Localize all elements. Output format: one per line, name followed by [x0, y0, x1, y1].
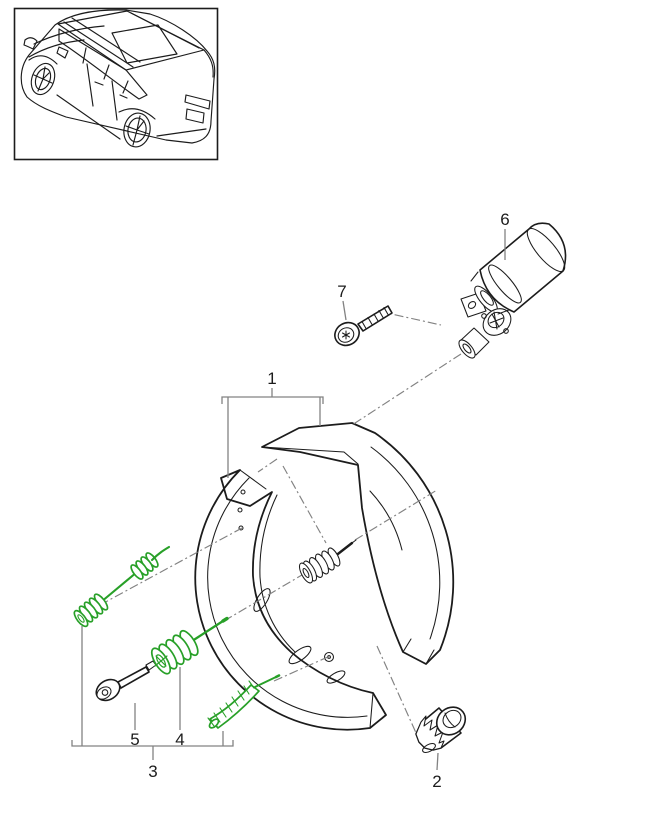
leader-7 [342, 300, 347, 321]
part-6-actuator[interactable] [456, 222, 570, 360]
callout-2: 2 [432, 752, 442, 791]
callout-5: 5 [130, 703, 140, 749]
actuator-ring [488, 264, 522, 304]
spring-pin-tip [351, 539, 357, 544]
callout-6: 6 [500, 210, 510, 260]
spring-rod [187, 619, 225, 645]
leader-2 [436, 752, 439, 771]
part-3-return-spring-lower[interactable] [207, 674, 281, 730]
hold-down-spring[interactable] [297, 539, 357, 585]
housing-join-lines [470, 271, 510, 315]
callout-4: 4 [175, 667, 185, 749]
callout-1: 1 [221, 369, 324, 478]
spring-band [209, 684, 260, 729]
torx-star [341, 330, 351, 340]
part-label-7[interactable]: 7 [337, 282, 346, 301]
part-label-2[interactable]: 2 [432, 772, 441, 791]
spring-wire-tip [274, 674, 281, 679]
dash-anchor-to-spring [282, 465, 327, 544]
dash-expander-spring [223, 571, 308, 622]
actuator-rear-cap [526, 227, 566, 273]
coil-end-center [302, 567, 310, 579]
vehicle-thumbnail [13, 7, 219, 161]
brake-shoe-left-body[interactable] [194, 469, 387, 731]
spring-rod-tip [221, 616, 229, 623]
part-label-3[interactable]: 3 [148, 762, 157, 781]
part-7-screw[interactable] [331, 305, 393, 350]
actuator-stub-center [462, 343, 472, 354]
pin-shank[interactable] [117, 666, 150, 689]
screw-shank[interactable] [357, 305, 393, 332]
shoe-pin-hole [237, 507, 243, 513]
coil-end-face [73, 609, 89, 628]
callout-lines [99, 310, 462, 745]
gear-face [487, 311, 505, 329]
adjuster-face-detail [444, 712, 456, 728]
adjuster-face-inner [442, 709, 462, 729]
coil-end-face [298, 562, 314, 584]
coil-end-cross [154, 655, 168, 667]
shoe-spring-hole [323, 651, 335, 663]
dash-return-spring-lower [273, 655, 331, 682]
part-2-adjuster[interactable] [415, 702, 471, 755]
pin-tip-join [145, 665, 150, 672]
spring-hook [150, 545, 171, 562]
housing-nub [503, 328, 509, 334]
part-3-return-spring-upper[interactable] [72, 545, 171, 628]
actuator-stub-body [459, 327, 490, 356]
part-4-expander-spring[interactable] [148, 616, 229, 677]
brake-shoe-left-fold-lines [239, 469, 374, 729]
dash-return-spring-upper [99, 527, 243, 606]
coil-end-center [77, 614, 85, 623]
adjuster-star-collar [415, 715, 445, 751]
part-label-1[interactable]: 1 [267, 369, 276, 388]
part-1-brake-shoe-left[interactable] [194, 469, 387, 731]
brake-shoe-left-web-line [259, 494, 296, 653]
dash-screw-to-actuator [377, 310, 442, 326]
brake-shoe-right-fold-lines [261, 446, 435, 665]
motor-end-inner [480, 290, 494, 306]
brake-shoe-left-rim-line [207, 477, 368, 718]
gear-spline-ticks [489, 311, 504, 330]
shoe-slot [253, 588, 271, 612]
bracket-1 [221, 388, 324, 478]
callout-7: 7 [337, 282, 347, 321]
screw-threads [361, 306, 389, 330]
pin-head-center [101, 689, 109, 696]
part-label-6[interactable]: 6 [500, 210, 509, 229]
brake-shoe-right-body[interactable] [261, 422, 455, 665]
dash-shoe-to-adjuster [376, 645, 422, 745]
callout-3: 3 [71, 626, 234, 781]
brake-shoe-right-lining-line [370, 446, 441, 640]
coil-winding-ticks [207, 680, 255, 727]
dash-actuator-to-shoe [257, 353, 462, 473]
spring-wire-end [254, 676, 277, 688]
spring-shank [99, 570, 139, 604]
dash-spring-to-shoe-right [354, 489, 438, 541]
pin-head-face [96, 686, 112, 700]
part-1-brake-shoe-right[interactable] [261, 422, 455, 665]
part-5-pin[interactable] [92, 660, 157, 705]
shoe-slot [288, 645, 312, 665]
coil [130, 564, 144, 580]
suv-line-art-icon [20, 9, 216, 148]
part-label-4[interactable]: 4 [175, 730, 184, 749]
shoe-pin-hole [240, 489, 246, 495]
shoe-slot [326, 670, 346, 684]
bracket-3 [71, 626, 234, 760]
adjuster-face [435, 706, 467, 736]
screw-tip [387, 305, 393, 314]
shoe-pin-hole [238, 525, 244, 531]
housing-nub [481, 313, 487, 319]
adjuster-foot [422, 742, 436, 754]
part-label-5[interactable]: 5 [130, 730, 139, 749]
bracket-hole [467, 301, 477, 309]
